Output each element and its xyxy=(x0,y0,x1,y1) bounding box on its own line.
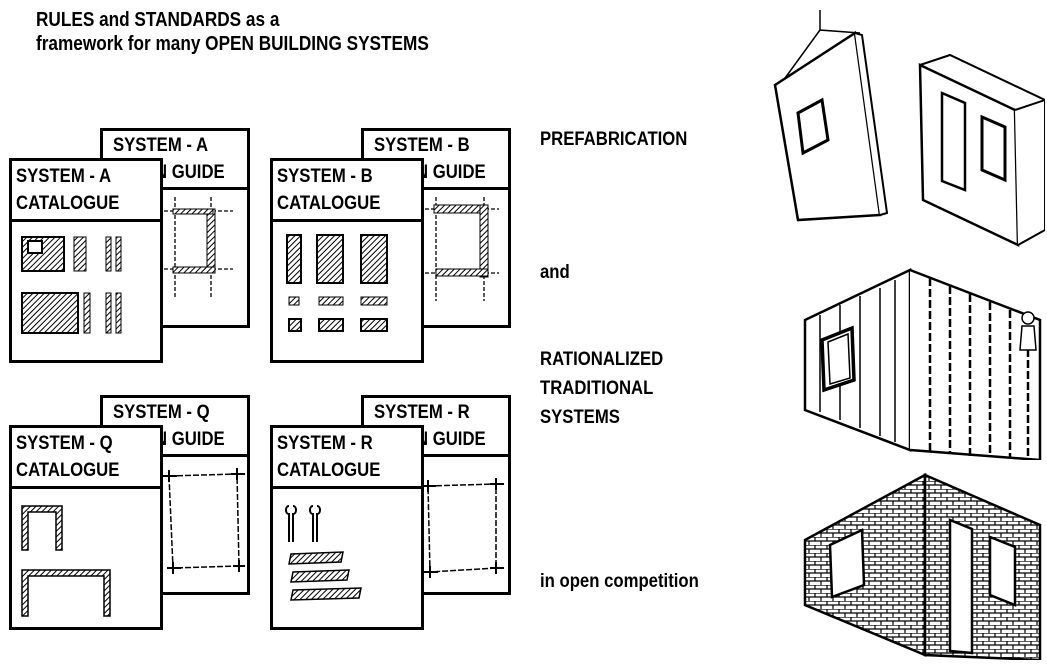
system-a-catalogue-sub: CATALOGUE xyxy=(16,193,120,214)
timber-frame-wall-icon xyxy=(803,268,1042,460)
system-a-guide-sub: N GUIDE xyxy=(155,162,225,183)
system-r-guide-label: SYSTEM - R xyxy=(374,402,470,423)
system-q-catalogue: SYSTEM - Q CATALOGUE xyxy=(9,425,163,630)
title-line-2: framework for many OPEN BUILDING SYSTEMS xyxy=(36,33,429,55)
system-r-catalogue-label: SYSTEM - R xyxy=(277,433,373,454)
system-a-catalogue: SYSTEM - A CATALOGUE xyxy=(9,158,163,363)
rationalized-line-3: SYSTEMS xyxy=(540,407,620,428)
system-b-guide-plan-icon xyxy=(419,197,499,301)
prefab-wall-panels-icon xyxy=(773,10,1045,247)
system-r-catalogue-parts-icon xyxy=(285,505,362,601)
system-q-guide-frame-icon xyxy=(163,468,245,574)
system-q-guide-label: SYSTEM - Q xyxy=(113,402,210,423)
open-competition-label: in open competition xyxy=(540,571,699,592)
system-a-group: SYSTEM - A N GUIDE SYSTEM - A CATALOGUE xyxy=(9,128,250,363)
masonry-wall-icon xyxy=(803,472,1042,660)
system-r-guide-frame-icon xyxy=(422,478,504,578)
title-line-1: RULES and STANDARDS as a xyxy=(36,9,280,31)
system-b-catalogue-header: SYSTEM - B CATALOGUE xyxy=(270,158,424,222)
system-b-catalogue-parts-icon xyxy=(286,234,388,332)
system-q-catalogue-sub: CATALOGUE xyxy=(16,460,120,481)
system-a-guide-label: SYSTEM - A xyxy=(113,135,209,156)
system-b-catalogue-label: SYSTEM - B xyxy=(277,166,373,187)
and-label: and xyxy=(540,262,570,283)
system-r-catalogue: SYSTEM - R CATALOGUE xyxy=(270,425,424,630)
system-a-guide-plan-icon xyxy=(158,197,233,299)
system-a-catalogue-header: SYSTEM - A CATALOGUE xyxy=(9,158,163,222)
system-b-guide-sub: N GUIDE xyxy=(416,162,486,183)
system-a-catalogue-parts-icon xyxy=(21,236,122,334)
system-q-group: SYSTEM - Q N GUIDE SYSTEM - Q CATALOGUE xyxy=(9,395,250,630)
system-b-catalogue: SYSTEM - B CATALOGUE xyxy=(270,158,424,363)
prefabrication-label: PREFABRICATION xyxy=(540,129,688,150)
system-r-guide-sub: N GUIDE xyxy=(416,429,486,450)
system-b-group: SYSTEM - B N GUIDE SYSTEM - B CATALOGUE xyxy=(270,128,511,363)
rationalized-line-1: RATIONALIZED xyxy=(540,349,664,370)
system-a-catalogue-label: SYSTEM - A xyxy=(16,166,112,187)
system-q-catalogue-header: SYSTEM - Q CATALOGUE xyxy=(9,425,163,489)
system-q-catalogue-label: SYSTEM - Q xyxy=(16,433,113,454)
system-b-catalogue-sub: CATALOGUE xyxy=(277,193,381,214)
system-r-group: SYSTEM - R N GUIDE SYSTEM - R CATALOGUE xyxy=(270,395,511,630)
system-q-guide-sub: N GUIDE xyxy=(155,429,225,450)
diagram-title: RULES and STANDARDS as a framework for m… xyxy=(36,8,429,56)
rationalized-label: RATIONALIZED TRADITIONAL SYSTEMS xyxy=(540,345,663,432)
rationalized-line-2: TRADITIONAL xyxy=(540,378,654,399)
system-b-guide-label: SYSTEM - B xyxy=(374,135,470,156)
system-r-catalogue-sub: CATALOGUE xyxy=(277,460,381,481)
system-q-catalogue-frame-parts-icon xyxy=(21,505,111,617)
system-r-catalogue-header: SYSTEM - R CATALOGUE xyxy=(270,425,424,489)
